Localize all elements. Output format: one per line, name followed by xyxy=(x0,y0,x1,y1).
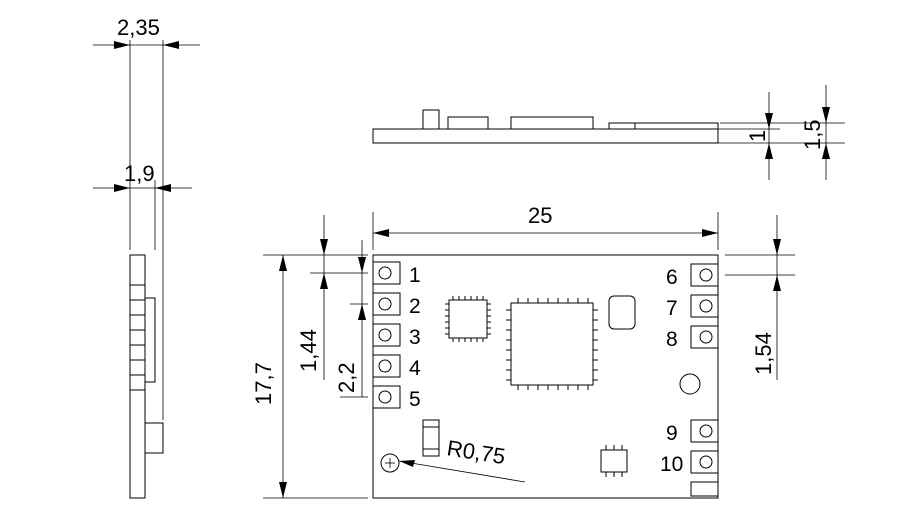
left-pads xyxy=(372,261,401,409)
pin-label-2: 2 xyxy=(409,295,421,318)
side-view: 2,35 1,9 xyxy=(93,15,200,499)
pin-label-6: 6 xyxy=(666,266,678,289)
resistor xyxy=(422,419,440,457)
top-view: 1 2 3 4 5 6 7 8 9 10 xyxy=(251,203,795,499)
right-pads xyxy=(690,263,719,497)
dim-height: 17,7 xyxy=(251,362,276,405)
rounded-component xyxy=(608,295,636,330)
pin-label-8: 8 xyxy=(666,328,678,351)
small-chip xyxy=(445,296,491,342)
pin-label-4: 4 xyxy=(409,357,421,380)
pin-label-3: 3 xyxy=(409,326,421,349)
mounting-hole: R0,75 xyxy=(380,435,526,483)
dim-side-board: 1,9 xyxy=(124,161,155,186)
large-chip xyxy=(506,298,598,390)
dim-side-total: 2,35 xyxy=(117,15,160,40)
dim-pitch-left: 1,44 xyxy=(296,329,321,372)
pin-label-5: 5 xyxy=(409,388,421,411)
dim-component-height: 1 xyxy=(745,130,770,142)
dim-total-height: 1,5 xyxy=(800,119,825,150)
elevation-board xyxy=(372,128,719,144)
dim-length: 25 xyxy=(528,203,552,228)
dim-radius: R0,75 xyxy=(445,435,507,469)
pin-label-7: 7 xyxy=(666,297,678,320)
mounting-mark xyxy=(679,373,701,395)
pin-label-9: 9 xyxy=(666,422,678,445)
dim-offset-left: 2,2 xyxy=(334,362,359,393)
pin-label-1: 1 xyxy=(409,264,421,287)
pin-label-10: 10 xyxy=(660,453,683,476)
sot-chip xyxy=(600,445,628,477)
side-component-2 xyxy=(144,422,164,454)
elevation-view: 1 1,5 xyxy=(372,85,845,180)
dim-offset-right: 1,54 xyxy=(751,332,776,375)
side-board xyxy=(129,254,146,499)
side-component-1 xyxy=(144,297,156,383)
